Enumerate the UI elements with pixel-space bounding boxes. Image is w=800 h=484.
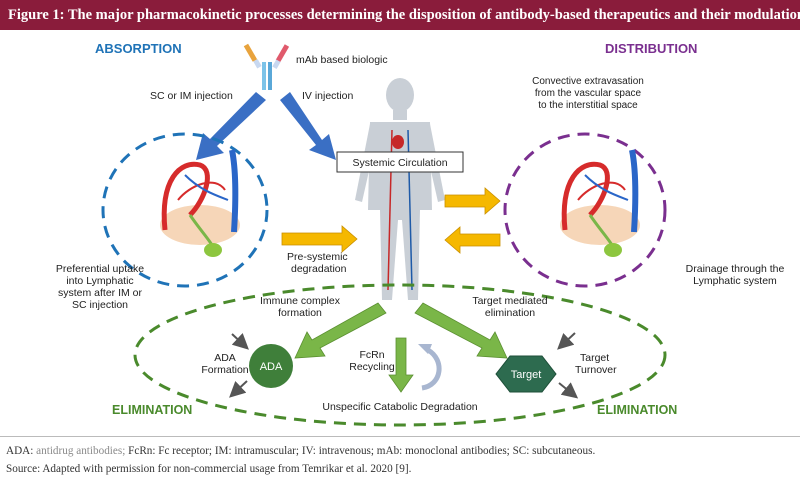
- figure-title: Figure 1: The major pharmacokinetic proc…: [0, 0, 800, 30]
- ada-formation-line-2: Formation: [201, 364, 248, 376]
- target-med-line-2: elimination: [485, 307, 535, 319]
- uptake-line-4: SC injection: [72, 299, 128, 311]
- pk-diagram: ABSORPTION DISTRIBUTION mAb based biolog…: [56, 41, 785, 427]
- source-line: Source: Adapted with permission for non-…: [6, 463, 412, 475]
- to-distribution-arrow: [444, 187, 501, 215]
- ada-abbr-text: antidrug antibodies;: [33, 445, 126, 457]
- ada-out-arrow: [229, 380, 248, 398]
- tissue-absorption-icon: [160, 149, 240, 257]
- presystemic-line-2: degradation: [291, 263, 347, 275]
- ada-in-arrow: [231, 332, 249, 350]
- abbreviations-rest: FcRn: Fc receptor; IM: intramuscular; IV…: [125, 445, 596, 457]
- drainage-line-2: Lymphatic system: [693, 275, 777, 287]
- uptake-line-3: system after IM or: [58, 287, 143, 299]
- absorption-circle: [101, 132, 269, 288]
- tissue-distribution-icon: [560, 149, 640, 257]
- target-hexagon: [495, 355, 557, 393]
- fcrn-recycling-icon: [421, 347, 442, 391]
- from-distribution-arrow: [444, 226, 501, 254]
- sc-im-label: SC or IM injection: [150, 90, 233, 102]
- turnover-line-2: Turnover: [575, 364, 617, 376]
- ada-circle-label: ADA: [260, 361, 283, 373]
- iv-label: IV injection: [302, 90, 354, 102]
- uptake-line-1: Preferential uptake: [56, 263, 144, 275]
- figure-footer: ADA: antidrug antibodies; FcRn: Fc recep…: [0, 436, 800, 484]
- immune-line-2: formation: [278, 307, 322, 319]
- ada-abbr: ADA:: [6, 445, 34, 457]
- fcrn-recycling-arrowhead: [418, 344, 432, 354]
- distribution-circle: [503, 132, 667, 288]
- convective-line-2: from the vascular space: [535, 88, 642, 99]
- turnover-line-1: Target: [580, 352, 609, 364]
- pre-systemic-arrow: [281, 225, 358, 253]
- systemic-circulation-box: [336, 151, 464, 173]
- fcrn-line-1: FcRn: [359, 349, 384, 361]
- elimination-left-title: ELIMINATION: [112, 403, 192, 417]
- unspecific-label: Unspecific Catabolic Degradation: [322, 401, 477, 413]
- target-mediated-arrow: [414, 302, 508, 359]
- uptake-line-2: into Lymphatic: [66, 275, 133, 287]
- mab-label: mAb based biologic: [296, 54, 388, 66]
- immune-line-1: Immune complex: [260, 295, 341, 307]
- ada-formation-line-1: ADA: [214, 352, 236, 364]
- convective-line-3: to the interstitial space: [538, 100, 638, 111]
- elimination-ellipse: [133, 283, 667, 427]
- presystemic-line-1: Pre-systemic: [287, 251, 348, 263]
- human-body-icon: [355, 78, 445, 300]
- elimination-right-title: ELIMINATION: [597, 403, 677, 417]
- target-out-arrow: [558, 382, 579, 399]
- unspecific-degradation-arrow: [388, 337, 414, 393]
- target-hexagon-label: Target: [511, 369, 542, 381]
- iv-arrow: [280, 92, 336, 160]
- drainage-line-1: Drainage through the: [686, 263, 785, 275]
- ada-circle: [249, 344, 293, 388]
- immune-complex-arrow: [294, 302, 387, 359]
- absorption-title: ABSORPTION: [95, 41, 182, 56]
- target-in-arrow: [557, 332, 576, 350]
- antibody-icon: [243, 43, 290, 90]
- convective-line-1: Convective extravasation: [532, 76, 644, 87]
- target-med-line-1: Target mediated: [472, 295, 547, 307]
- systemic-circulation-label: Systemic Circulation: [352, 157, 447, 169]
- fcrn-line-2: Recycling: [349, 361, 395, 373]
- abbreviations-line: ADA: antidrug antibodies; FcRn: Fc recep…: [6, 445, 595, 457]
- sc-im-arrow: [196, 92, 266, 160]
- distribution-title: DISTRIBUTION: [605, 41, 697, 56]
